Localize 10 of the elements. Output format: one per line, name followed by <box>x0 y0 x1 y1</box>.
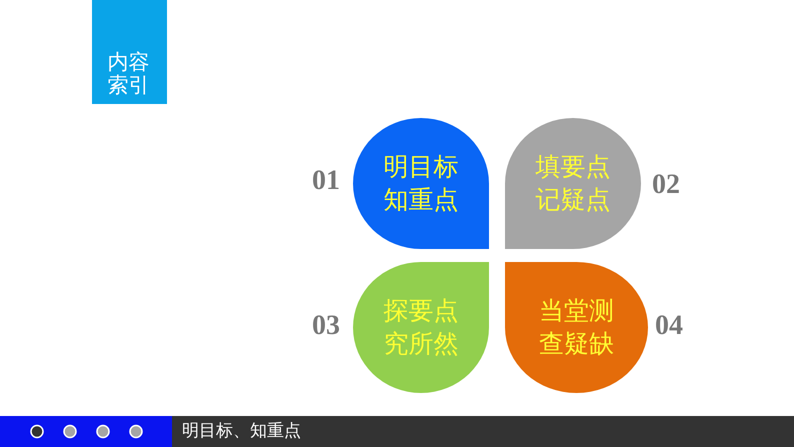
petal-label: 填要点记疑点 <box>534 151 612 216</box>
item-number: 01 <box>312 165 340 197</box>
petal-label: 探要点究所然 <box>382 295 460 360</box>
title: 内容索引 <box>108 50 150 98</box>
item-number: 04 <box>655 310 683 342</box>
petal-label: 当堂测查疑缺 <box>538 295 615 360</box>
petal-label: 明目标知重点 <box>382 151 460 216</box>
item-number: 02 <box>652 169 680 201</box>
footer-title: 明目标、知重点 <box>182 420 301 442</box>
item-number: 03 <box>312 310 340 342</box>
